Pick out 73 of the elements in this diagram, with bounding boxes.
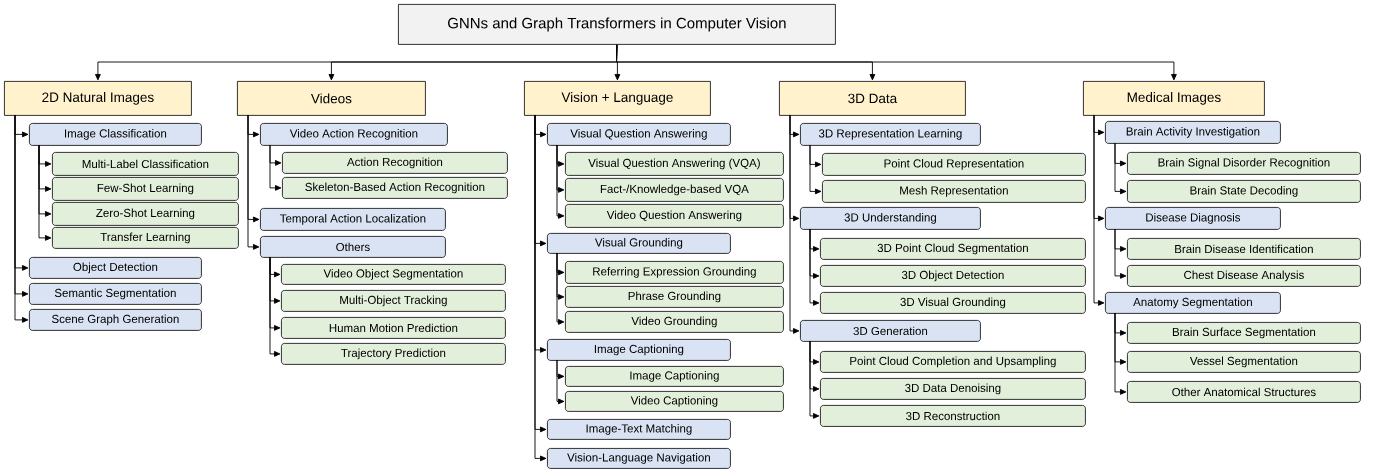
arrow — [38, 144, 52, 241]
topic-box: Video Question Answering — [565, 204, 784, 228]
arrow — [269, 256, 281, 357]
subcategory-box: Others — [260, 236, 446, 258]
subcategory-box: Vision-Language Navigation — [547, 448, 731, 469]
topic-box: Transfer Learning — [52, 227, 239, 249]
subcategory-box: 3D Generation — [800, 320, 981, 342]
topic-box: Other Anatomical Structures — [1127, 381, 1361, 403]
subcategory-box: Disease Diagnosis — [1105, 207, 1281, 230]
topic-box: Action Recognition — [282, 152, 508, 174]
topic-box: Image Captioning — [565, 366, 784, 387]
subcategory-box: Image-Text Matching — [547, 419, 731, 440]
topic-box: Point Cloud Completion and Upsampling — [820, 351, 1086, 373]
category-box: Videos — [237, 81, 426, 116]
topic-box: Video Grounding — [565, 311, 784, 333]
topic-box: Multi-Label Classification — [52, 152, 239, 176]
arrow — [269, 144, 282, 191]
arrow — [556, 144, 565, 219]
topic-box: Chest Disease Analysis — [1127, 265, 1361, 287]
topic-box: Brain State Decoding — [1127, 180, 1361, 203]
title-box: GNNs and Graph Transformers in Computer Vision — [398, 4, 836, 45]
subcategory-box: Image Captioning — [547, 339, 731, 361]
arrow — [809, 144, 822, 195]
subcategory-box: Brain Activity Investigation — [1105, 121, 1281, 144]
topic-box: Human Motion Prediction — [281, 317, 506, 339]
topic-box: 3D Reconstruction — [820, 405, 1086, 427]
topic-box: Skeleton-Based Action Recognition — [282, 177, 508, 199]
topic-box: 3D Object Detection — [820, 265, 1086, 287]
topic-box: 3D Data Denoising — [820, 378, 1086, 400]
arrow — [1093, 114, 1105, 306]
topic-box: Phrase Grounding — [565, 286, 784, 308]
topic-box: 3D Point Cloud Segmentation — [820, 238, 1086, 260]
subcategory-box: Visual Question Answering — [547, 123, 731, 146]
arrow — [1114, 142, 1127, 195]
arrow — [556, 359, 565, 405]
topic-box: Few-Shot Learning — [52, 177, 239, 201]
topic-box: Brain Signal Disorder Recognition — [1127, 152, 1361, 175]
topic-box: Fact-/Knowledge-based VQA — [565, 178, 784, 202]
topic-box: Point Cloud Representation — [822, 153, 1086, 176]
topic-box: Brain Disease Identification — [1127, 238, 1361, 260]
subcategory-box: Object Detection — [29, 257, 202, 279]
arrow — [556, 252, 565, 325]
subcategory-box: Anatomy Segmentation — [1105, 292, 1281, 314]
subcategory-box: 3D Representation Learning — [800, 123, 981, 146]
topic-box: Trajectory Prediction — [281, 343, 506, 365]
subcategory-box: Image Classification — [29, 123, 202, 146]
topic-box: 3D Visual Grounding — [820, 292, 1086, 314]
arrow — [1114, 312, 1127, 395]
topic-box: Video Object Segmentation — [281, 264, 506, 285]
subcategory-box: Visual Grounding — [547, 233, 731, 254]
topic-box: Referring Expression Grounding — [565, 261, 784, 284]
arrow — [809, 340, 820, 419]
topic-box: Vessel Segmentation — [1127, 351, 1361, 373]
category-box: Medical Images — [1083, 81, 1265, 116]
topic-box: Video Captioning — [565, 391, 784, 412]
arrow — [789, 114, 800, 334]
subcategory-box: Semantic Segmentation — [29, 283, 202, 305]
subcategory-box: 3D Understanding — [800, 207, 981, 230]
topic-box: Multi-Object Tracking — [281, 290, 506, 312]
topic-box: Brain Surface Segmentation — [1127, 322, 1361, 344]
topic-box: Zero-Shot Learning — [52, 202, 239, 226]
subcategory-box: Video Action Recognition — [260, 123, 448, 146]
topic-box: Mesh Representation — [822, 180, 1086, 203]
topic-box: Visual Question Answering (VQA) — [565, 152, 784, 176]
category-box: 3D Data — [779, 81, 966, 116]
arrow — [247, 114, 260, 250]
category-box: 2D Natural Images — [4, 81, 192, 116]
subcategory-box: Temporal Action Localization — [260, 208, 446, 231]
subcategory-box: Scene Graph Generation — [29, 309, 202, 331]
category-box: Vision + Language — [524, 81, 711, 116]
arrow — [616, 44, 1177, 81]
arrow — [809, 228, 820, 306]
arrow — [1114, 228, 1127, 279]
